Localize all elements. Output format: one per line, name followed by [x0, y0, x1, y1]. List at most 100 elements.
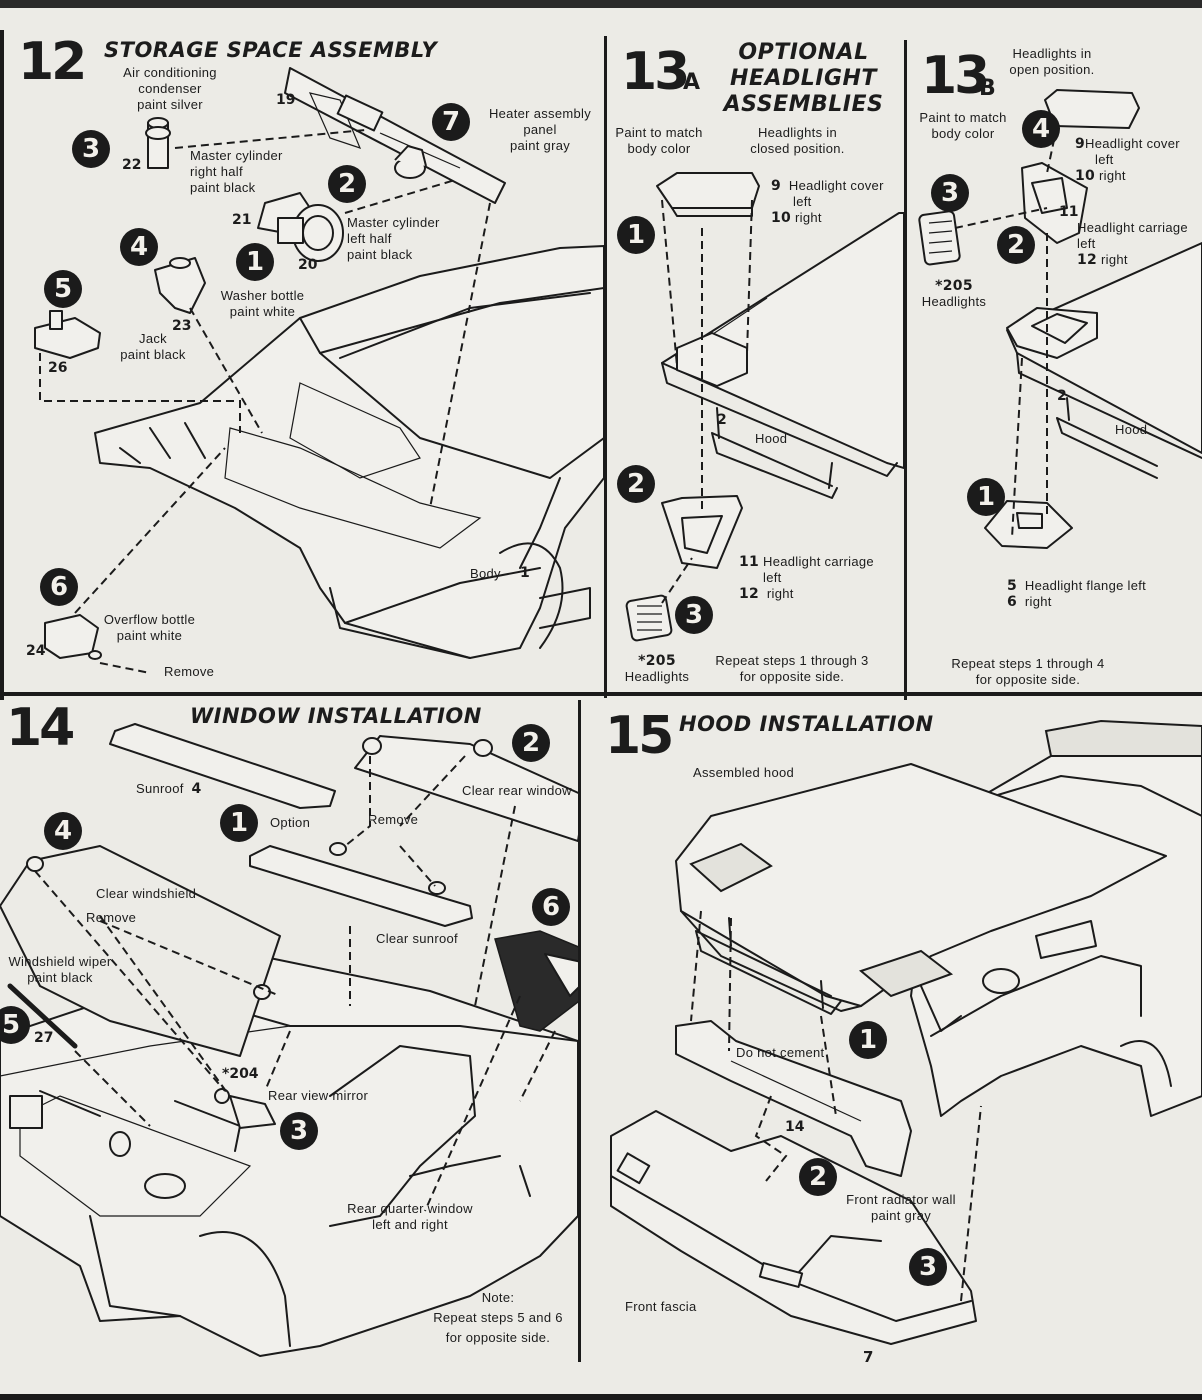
- part-number-21: 21: [232, 212, 252, 228]
- step-13a-illustration: [625, 172, 904, 642]
- step-15-badge-2: 2: [799, 1158, 837, 1196]
- step-13b-illustration: [918, 89, 1202, 549]
- step-14-badge-3: 3: [280, 1112, 318, 1150]
- step-14-badge-1: 1: [220, 804, 258, 842]
- step-12-title: STORAGE SPACE ASSEMBLY: [104, 38, 438, 62]
- step-15-number: 15: [605, 706, 674, 766]
- part-number-22: 22: [122, 157, 142, 173]
- part-number-24: 24: [26, 643, 46, 659]
- top-border: [0, 0, 1202, 8]
- remove-label-top: Remove: [368, 812, 419, 827]
- divider-13a-13b: [904, 40, 907, 700]
- step-12-badge-4: 4: [120, 228, 158, 266]
- step-14-badge-6: 6: [532, 888, 570, 926]
- step-14-title: WINDOW INSTALLATION: [190, 704, 482, 728]
- step-12-illustration: [34, 67, 604, 674]
- step-13b-suffix: B: [979, 76, 996, 101]
- clear-windshield-label: Clear windshield: [96, 886, 197, 901]
- step-13a-carriage-label: 11 Headlight carriage left 12 right: [739, 554, 874, 602]
- remove-label-windshield: Remove: [86, 910, 137, 925]
- step-14-number: 14: [6, 698, 75, 758]
- assembled-hood-label: Assembled hood: [693, 765, 795, 780]
- step-13a-hood-label: Hood: [755, 431, 788, 446]
- step-13b-badge-4: 4: [1022, 110, 1060, 148]
- step-12-badge-1: 1: [236, 243, 274, 281]
- step-13b-number: 13: [921, 46, 990, 106]
- step-13b-badge-2: 2: [997, 226, 1035, 264]
- step-15-illustration: [610, 719, 1202, 1345]
- part-number-26: 26: [48, 360, 68, 376]
- sunroof-label: Sunroof 4: [136, 781, 202, 797]
- step-13b-hood-label: Hood: [1115, 422, 1148, 437]
- step-13b-carriage-label: Headlight carriage left 12 right: [1077, 220, 1188, 268]
- divider-14-15: [578, 700, 581, 1362]
- step-13a-suffix: A: [683, 70, 701, 95]
- part-number-14: 14: [785, 1119, 805, 1135]
- step-15-badge-1: 1: [849, 1021, 887, 1059]
- step-12-badge-5: 5: [44, 270, 82, 308]
- step-13b-hood-number: 2: [1057, 388, 1067, 404]
- do-not-cement-label: Do not cement: [736, 1045, 825, 1060]
- step-14-badge-2: 2: [512, 724, 550, 762]
- left-border: [0, 30, 4, 700]
- part-number-19: 19: [276, 92, 296, 108]
- step-14-panel: 14 WINDOW INSTALLATION Sunroof 4 Option …: [0, 696, 578, 1394]
- rear-view-mirror-label: Rear view mirror: [268, 1088, 369, 1103]
- step-13b-carriage-number: 11: [1059, 204, 1079, 220]
- step-12-badge-7: 7: [432, 103, 470, 141]
- part-number-23: 23: [172, 318, 192, 334]
- step-13b-badge-1: 1: [967, 478, 1005, 516]
- front-fascia-label: Front fascia: [625, 1299, 697, 1314]
- step-15-title: HOOD INSTALLATION: [679, 712, 934, 736]
- mirror-part-number: *204: [222, 1066, 259, 1082]
- bottom-border: [0, 1394, 1202, 1400]
- step-12-badge-3: 3: [72, 130, 110, 168]
- note-block: Note: Repeat steps 5 and 6 for opposite …: [433, 1290, 563, 1345]
- step-12-badge-6: 6: [40, 568, 78, 606]
- step-14-badge-5: 5: [0, 1006, 30, 1044]
- step-14-badge-4: 4: [44, 812, 82, 850]
- step-12-panel: 12 STORAGE SPACE ASSEMBLY Air conditioni…: [0, 8, 604, 692]
- step-15-badge-3: 3: [909, 1248, 947, 1286]
- page-number: 7: [863, 1348, 874, 1366]
- step-13a-badge-3: 3: [675, 596, 713, 634]
- step-13b-cover-label: 9Headlight cover left 10 right: [1075, 136, 1180, 184]
- step-12-badge-2: 2: [328, 165, 366, 203]
- body-label: Body: [470, 566, 501, 581]
- step-15-panel: 15 HOOD INSTALLATION Assembled hood Do n…: [581, 696, 1202, 1394]
- remove-label: Remove: [164, 664, 215, 679]
- divider-12-13a: [604, 36, 607, 698]
- option-label: Option: [270, 815, 311, 830]
- clear-rear-window-label: Clear rear window: [462, 783, 572, 798]
- step-13a-badge-1: 1: [617, 216, 655, 254]
- step-13b-flange-label: 5 Headlight flange left 6 right: [1007, 578, 1147, 610]
- step-13a-cover-label: 9 Headlight cover left 10 right: [771, 178, 884, 226]
- part-number-20: 20: [298, 257, 318, 273]
- divider-horizontal: [0, 692, 1202, 696]
- step-12-number: 12: [18, 32, 87, 92]
- step-13b-badge-3: 3: [931, 174, 969, 212]
- step-14-illustration: [0, 723, 578, 1357]
- clear-sunroof-label: Clear sunroof: [376, 931, 458, 946]
